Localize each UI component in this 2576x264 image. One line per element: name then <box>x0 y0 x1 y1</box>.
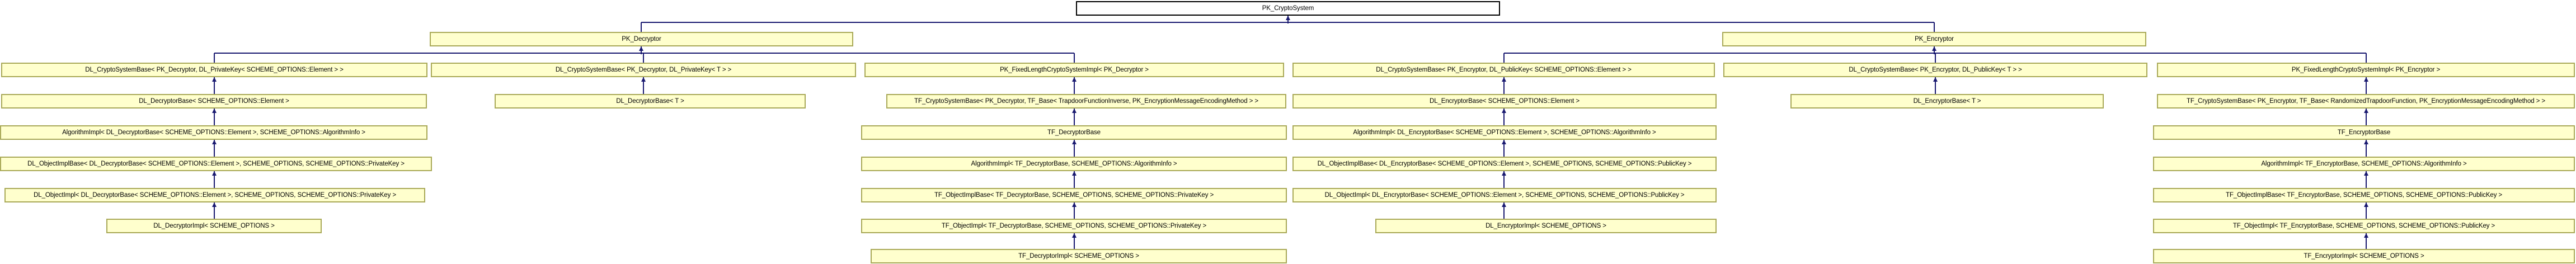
arrowhead-up-icon <box>1502 202 1506 207</box>
inheritance-edge <box>1935 53 1936 63</box>
inheritance-edge <box>1503 53 1505 63</box>
arrowhead-up-icon <box>2364 233 2368 238</box>
inheritance-edge <box>1503 109 1505 125</box>
inheritance-edge <box>214 140 215 157</box>
arrowhead-up-icon <box>212 140 217 144</box>
node-dl-cryptosystembase-encryptor-t[interactable]: DL_CryptoSystemBase< PK_Encryptor, DL_Pu… <box>1723 63 2147 77</box>
arrowhead-up-icon <box>1072 202 1077 207</box>
node-dl-objectimplbase-encryptor[interactable]: DL_ObjectImplBase< DL_EncryptorBase< SCH… <box>1292 157 1717 171</box>
node-algorithmimpl-dl-encryptorbase[interactable]: AlgorithmImpl< DL_EncryptorBase< SCHEME_… <box>1292 125 1717 140</box>
node-tf-cryptosystembase-decryptor[interactable]: TF_CryptoSystemBase< PK_Decryptor, TF_Ba… <box>886 94 1286 109</box>
inheritance-edge <box>643 53 644 63</box>
arrowhead-up-icon <box>1072 171 1077 176</box>
node-dl-objectimplbase-decryptor[interactable]: DL_ObjectImplBase< DL_DecryptorBase< SCH… <box>0 157 432 171</box>
arrowhead-up-icon <box>2364 77 2368 82</box>
inheritance-edge <box>2366 171 2367 188</box>
node-dl-encryptorimpl[interactable]: DL_EncryptorImpl< SCHEME_OPTIONS > <box>1375 219 1717 233</box>
node-dl-encryptorbase-t[interactable]: DL_EncryptorBase< T > <box>1790 94 2104 109</box>
inheritance-edge <box>1503 171 1505 188</box>
node-dl-objectimpl-decryptor[interactable]: DL_ObjectImpl< DL_DecryptorBase< SCHEME_… <box>4 188 425 202</box>
inheritance-edge <box>641 22 642 32</box>
inheritance-edge <box>214 53 215 63</box>
node-tf-objectimplbase-encryptor[interactable]: TF_ObjectImplBase< TF_EncryptorBase, SCH… <box>2153 188 2575 202</box>
node-dl-decryptorbase-element[interactable]: DL_DecryptorBase< SCHEME_OPTIONS::Elemen… <box>1 94 427 109</box>
node-algorithmimpl-tf-encryptorbase[interactable]: AlgorithmImpl< TF_EncryptorBase, SCHEME_… <box>2153 157 2575 171</box>
arrowhead-up-icon <box>1072 109 1077 113</box>
arrowhead-up-icon <box>2364 140 2368 144</box>
arrowhead-up-icon <box>2364 171 2368 176</box>
arrowhead-up-icon <box>1072 77 1077 82</box>
inheritance-edge <box>1074 53 1075 63</box>
arrowhead-up-icon <box>1072 233 1077 238</box>
inheritance-edge <box>2366 140 2367 157</box>
inheritance-edge <box>1074 202 1075 219</box>
inheritance-edge <box>1074 171 1075 188</box>
inheritance-edge <box>1074 109 1075 125</box>
inheritance-edge <box>214 202 215 219</box>
inheritance-edge <box>1935 77 1936 94</box>
arrowhead-up-icon <box>1933 77 1938 82</box>
node-tf-cryptosystembase-encryptor[interactable]: TF_CryptoSystemBase< PK_Encryptor, TF_Ba… <box>2157 94 2575 109</box>
node-pk-decryptor[interactable]: PK_Decryptor <box>430 32 853 46</box>
arrowhead-up-icon <box>1932 46 1936 51</box>
node-tf-encryptorbase[interactable]: TF_EncryptorBase <box>2153 125 2575 140</box>
node-tf-decryptorbase[interactable]: TF_DecryptorBase <box>861 125 1287 140</box>
node-algorithmimpl-dl-decryptorbase[interactable]: AlgorithmImpl< DL_DecryptorBase< SCHEME_… <box>0 125 427 140</box>
inheritance-edge <box>1503 140 1505 157</box>
inheritance-edge <box>2366 233 2367 249</box>
node-tf-objectimpl-decryptor[interactable]: TF_ObjectImpl< TF_DecryptorBase, SCHEME_… <box>861 219 1287 233</box>
node-tf-objectimplbase-decryptor[interactable]: TF_ObjectImplBase< TF_DecryptorBase, SCH… <box>861 188 1287 202</box>
inheritance-edge <box>214 109 215 125</box>
node-dl-cryptosystembase-decryptor-t[interactable]: DL_CryptoSystemBase< PK_Decryptor, DL_Pr… <box>431 63 856 77</box>
inheritance-edge <box>1074 77 1075 94</box>
arrowhead-up-icon <box>212 202 217 207</box>
inheritance-edge <box>1074 233 1075 249</box>
node-pk-encryptor[interactable]: PK_Encryptor <box>1722 32 2146 46</box>
node-pk-fixedlength-decryptor[interactable]: PK_FixedLengthCryptoSystemImpl< PK_Decry… <box>864 63 1284 77</box>
inheritance-edge <box>1503 77 1505 94</box>
node-dl-decryptorimpl[interactable]: DL_DecryptorImpl< SCHEME_OPTIONS > <box>106 219 322 233</box>
inheritance-edge-bus <box>214 53 1074 54</box>
inheritance-edge <box>214 77 215 94</box>
node-dl-cryptosystembase-decryptor-element[interactable]: DL_CryptoSystemBase< PK_Decryptor, DL_Pr… <box>1 63 427 77</box>
inheritance-edge <box>2366 202 2367 219</box>
inheritance-edge <box>1074 140 1075 157</box>
arrowhead-up-icon <box>2364 202 2368 207</box>
arrowhead-up-icon <box>2364 109 2368 113</box>
node-dl-cryptosystembase-encryptor-element[interactable]: DL_CryptoSystemBase< PK_Encryptor, DL_Pu… <box>1292 63 1715 77</box>
arrowhead-up-icon <box>212 109 217 113</box>
arrowhead-up-icon <box>1502 109 1506 113</box>
node-tf-encryptorimpl[interactable]: TF_EncryptorImpl< SCHEME_OPTIONS > <box>2153 249 2575 263</box>
arrowhead-up-icon <box>212 77 217 82</box>
arrowhead-up-icon <box>641 77 646 82</box>
inheritance-edge <box>1503 202 1505 219</box>
node-dl-encryptorbase-element[interactable]: DL_EncryptorBase< SCHEME_OPTIONS::Elemen… <box>1292 94 1717 109</box>
arrowhead-up-icon <box>1072 140 1077 144</box>
arrowhead-up-icon <box>212 171 217 176</box>
node-pk-cryptosystem: PK_CryptoSystem <box>1076 1 1500 16</box>
arrowhead-up-icon <box>1502 140 1506 144</box>
arrowhead-up-icon <box>1286 16 1290 20</box>
arrowhead-up-icon <box>1502 77 1506 82</box>
inheritance-edge <box>643 77 644 94</box>
inheritance-edge <box>2366 53 2367 63</box>
node-algorithmimpl-tf-decryptorbase[interactable]: AlgorithmImpl< TF_DecryptorBase, SCHEME_… <box>861 157 1287 171</box>
node-tf-decryptorimpl[interactable]: TF_DecryptorImpl< SCHEME_OPTIONS > <box>871 249 1287 263</box>
arrowhead-up-icon <box>1502 171 1506 176</box>
node-dl-objectimpl-encryptor[interactable]: DL_ObjectImpl< DL_EncryptorBase< SCHEME_… <box>1292 188 1717 202</box>
node-dl-decryptorbase-t[interactable]: DL_DecryptorBase< T > <box>495 94 806 109</box>
node-tf-objectimpl-encryptor[interactable]: TF_ObjectImpl< TF_EncryptorBase, SCHEME_… <box>2153 219 2575 233</box>
inheritance-edge <box>2366 109 2367 125</box>
arrowhead-up-icon <box>639 46 643 51</box>
node-pk-fixedlength-encryptor[interactable]: PK_FixedLengthCryptoSystemImpl< PK_Encry… <box>2157 63 2575 77</box>
inheritance-edge <box>1934 22 1935 32</box>
inheritance-edge <box>2366 77 2367 94</box>
inheritance-edge <box>214 171 215 188</box>
